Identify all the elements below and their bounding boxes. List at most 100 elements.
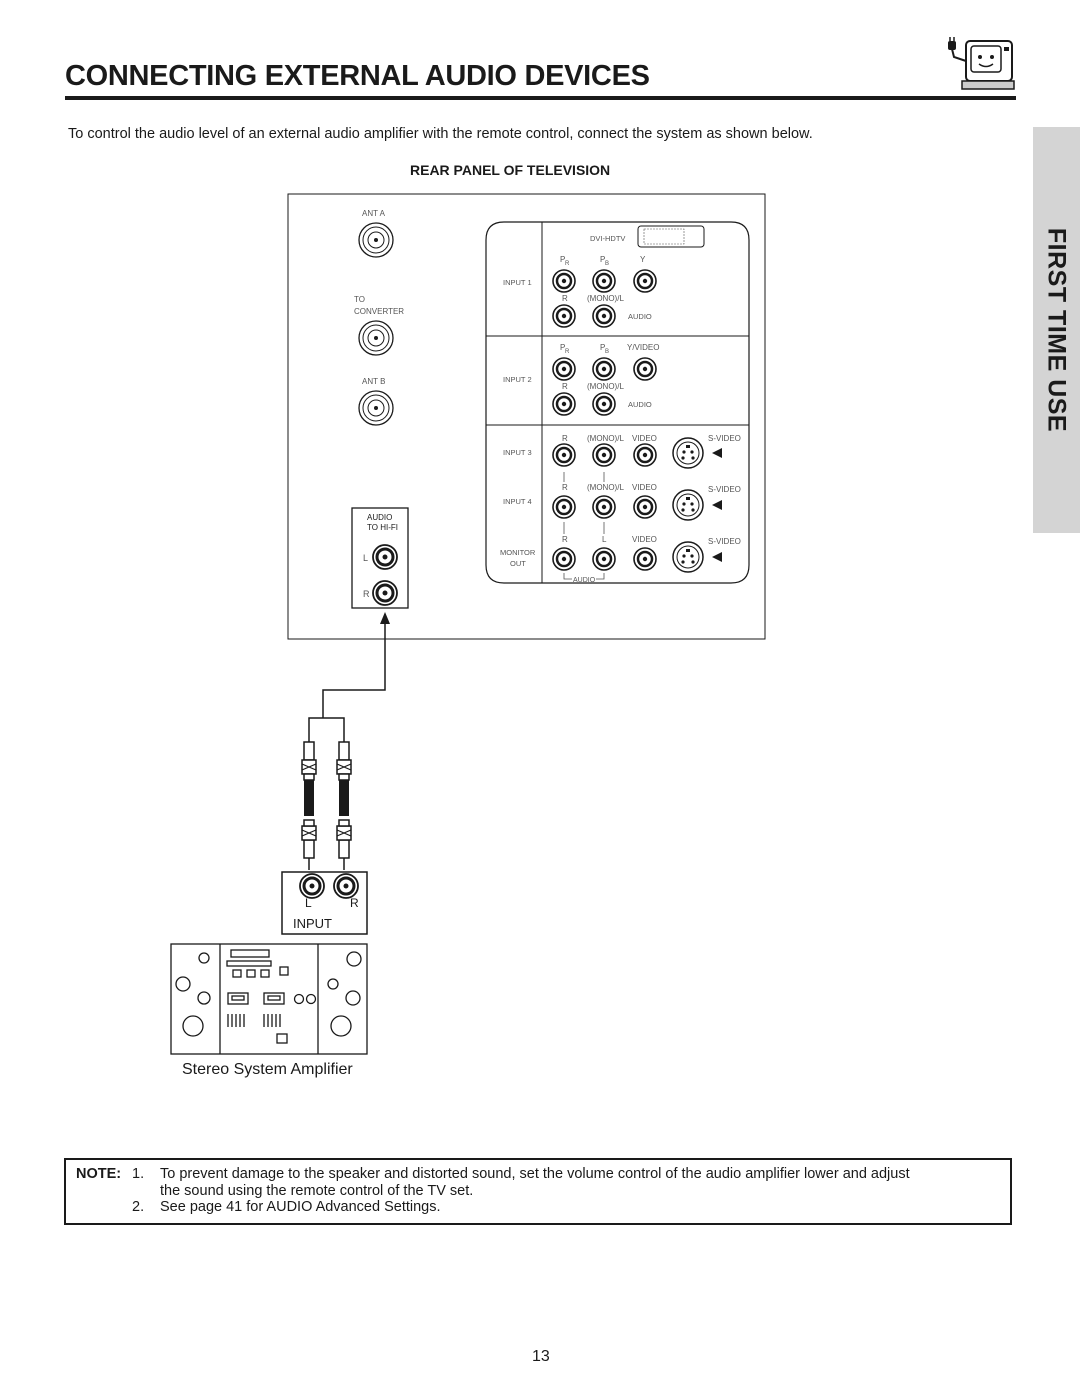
- amplifier-caption: Stereo System Amplifier: [182, 1061, 353, 1078]
- monitor-r-label: R: [562, 535, 568, 544]
- input1-audio-l-jack: [591, 303, 617, 329]
- note-label: NOTE:: [76, 1166, 122, 1182]
- cable-left: [304, 780, 314, 816]
- input3-r-label: R: [562, 434, 568, 443]
- note-item2-number: 2.: [132, 1199, 145, 1215]
- hifi-l-jack: [371, 543, 399, 571]
- input1-y-jack: [632, 268, 658, 294]
- amp-input-l-jack: [298, 872, 326, 900]
- input1-r-label: R: [562, 294, 568, 303]
- input2-pb-sub: B: [605, 349, 609, 355]
- stereo-amplifier: [170, 943, 368, 1055]
- input2-pr-jack: [551, 356, 577, 382]
- title-divider: [65, 96, 1016, 100]
- note-item1-line2: the sound using the remote control of th…: [160, 1183, 474, 1199]
- monitor-audio-r-jack: [551, 546, 577, 572]
- input4-audio-l-jack: [591, 494, 617, 520]
- input3-label: INPUT 3: [503, 448, 532, 457]
- monitor-svideo-jack: [672, 541, 704, 573]
- input4-svideo-jack: [672, 489, 704, 521]
- input1-label: INPUT 1: [503, 278, 532, 287]
- to-converter-label-1: TO: [354, 295, 365, 304]
- hifi-r-label: R: [363, 589, 370, 599]
- side-tab: [1033, 127, 1080, 533]
- rca-plug-left-top: [301, 741, 317, 781]
- input2-audio-r-jack: [551, 391, 577, 417]
- input3-svideo-jack: [672, 437, 704, 469]
- input3-audio-l-jack: [591, 442, 617, 468]
- cable-path: [308, 622, 386, 742]
- note-box: [64, 1158, 1012, 1225]
- ant-b-label: ANT B: [362, 377, 385, 386]
- monitor-out-label-2: OUT: [510, 559, 526, 568]
- input4-video-label: VIDEO: [632, 483, 657, 492]
- monitor-svideo-label: S-VIDEO: [708, 537, 741, 546]
- input2-mono-label: (MONO)/L: [587, 382, 624, 391]
- panel-heading: REAR PANEL OF TELEVISION: [410, 162, 611, 178]
- monitor-out-label-1: MONITOR: [500, 548, 536, 557]
- input3-audio-r-jack: [551, 442, 577, 468]
- input2-pr-sub: R: [565, 349, 570, 355]
- rca-plug-right-top: [336, 741, 352, 781]
- monitor-audio-label: AUDIO: [573, 577, 596, 584]
- input4-svideo-label: S-VIDEO: [708, 485, 741, 494]
- input2-y-jack: [632, 356, 658, 382]
- ant-a-label: ANT A: [362, 209, 386, 218]
- input3-video-label: VIDEO: [632, 434, 657, 443]
- amp-l-label: L: [305, 896, 312, 910]
- ant-a-connector: [358, 222, 394, 258]
- input1-audio-r-jack: [551, 303, 577, 329]
- input4-audio-r-jack: [551, 494, 577, 520]
- input1-pb-jack: [591, 268, 617, 294]
- connection-diagram: ANT A TO CONVERTER ANT B AUDIO TO HI-FI …: [170, 193, 766, 1078]
- dvi-hdtv-label: DVI-HDTV: [590, 234, 625, 243]
- input3-svideo-label: S-VIDEO: [708, 434, 741, 443]
- input2-yvideo-label: Y/VIDEO: [627, 343, 659, 352]
- input1-mono-label: (MONO)/L: [587, 294, 624, 303]
- intro-text: To control the audio level of an externa…: [68, 126, 813, 142]
- rca-plug-left-bottom: [301, 819, 317, 859]
- arrow-up-icon: [380, 612, 390, 624]
- monitor-video-jack: [632, 546, 658, 572]
- page-number: 13: [532, 1348, 550, 1365]
- to-converter-label-2: CONVERTER: [354, 307, 404, 316]
- input3-mono-label: (MONO)/L: [587, 434, 624, 443]
- input2-r-label: R: [562, 382, 568, 391]
- input2-pb-jack: [591, 356, 617, 382]
- ant-b-connector: [358, 390, 394, 426]
- input2-audio-label: AUDIO: [628, 400, 652, 409]
- tv-mascot-icon: [948, 37, 1015, 90]
- input2-audio-l-jack: [591, 391, 617, 417]
- input1-pr-sub: R: [565, 261, 570, 267]
- hifi-l-label: L: [363, 553, 368, 563]
- input1-audio-label: AUDIO: [628, 312, 652, 321]
- input1-y-label: Y: [640, 255, 646, 264]
- input4-r-label: R: [562, 483, 568, 492]
- input1-pb-label: P: [600, 255, 605, 264]
- amp-input-r-jack: [332, 872, 360, 900]
- rca-plug-right-bottom: [336, 819, 352, 859]
- monitor-audio-l-jack: [591, 546, 617, 572]
- note-item2-text: See page 41 for AUDIO Advanced Settings.: [160, 1199, 441, 1215]
- monitor-video-label: VIDEO: [632, 535, 657, 544]
- input2-pb-label: P: [600, 343, 605, 352]
- amp-input-label: INPUT: [293, 916, 332, 931]
- note-item1-line1: To prevent damage to the speaker and dis…: [160, 1166, 910, 1182]
- input1-pr-label: P: [560, 255, 565, 264]
- monitor-l-label: L: [602, 535, 607, 544]
- cable-right: [339, 780, 349, 816]
- input-output-panel: [485, 221, 750, 584]
- audio-to-hifi-label-2: TO HI-FI: [367, 523, 398, 532]
- note-item1-number: 1.: [132, 1166, 145, 1182]
- amp-r-label: R: [350, 896, 359, 910]
- to-converter-connector: [358, 320, 394, 356]
- input3-video-jack: [632, 442, 658, 468]
- hifi-r-jack: [371, 579, 399, 607]
- input1-pr-jack: [551, 268, 577, 294]
- input2-label: INPUT 2: [503, 375, 532, 384]
- input2-pr-label: P: [560, 343, 565, 352]
- audio-to-hifi-label-1: AUDIO: [367, 513, 392, 522]
- input1-pb-sub: B: [605, 261, 609, 267]
- input4-label: INPUT 4: [503, 497, 532, 506]
- input4-mono-label: (MONO)/L: [587, 483, 624, 492]
